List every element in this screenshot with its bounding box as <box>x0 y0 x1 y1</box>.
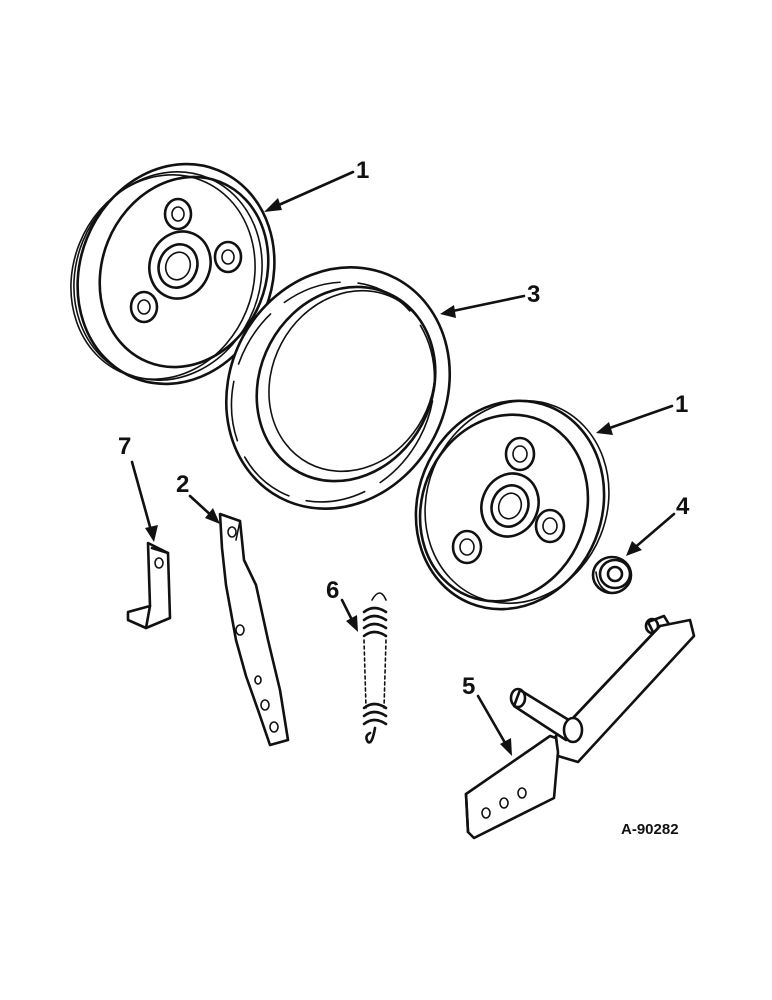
leader-arrow-7 <box>130 460 158 542</box>
leader-arrow-5 <box>476 694 512 756</box>
bracket <box>218 512 290 747</box>
callout-1-lower: 1 <box>675 391 688 418</box>
leader-arrow-1-lower <box>596 404 674 435</box>
leader-arrow-6 <box>340 598 358 632</box>
leader-arrow-1-upper <box>264 170 355 212</box>
callout-7: 7 <box>118 433 131 460</box>
leader-arrow-2 <box>188 494 220 524</box>
wheel-half-upper <box>70 162 276 386</box>
callout-2: 2 <box>176 471 189 498</box>
spring <box>362 592 388 744</box>
angle-clip <box>126 541 172 630</box>
wheel-half-lower <box>414 399 610 611</box>
callout-1-upper: 1 <box>356 157 369 184</box>
callout-3: 3 <box>527 281 540 308</box>
callout-4: 4 <box>676 493 690 520</box>
leader-arrow-3 <box>440 294 526 318</box>
tire <box>224 266 452 510</box>
axle-arm <box>464 614 696 840</box>
drawing-number: A-90282 <box>621 821 679 838</box>
bearing <box>591 555 633 595</box>
callout-6: 6 <box>326 577 339 604</box>
callout-5: 5 <box>462 673 475 700</box>
leader-arrow-4 <box>626 512 676 556</box>
